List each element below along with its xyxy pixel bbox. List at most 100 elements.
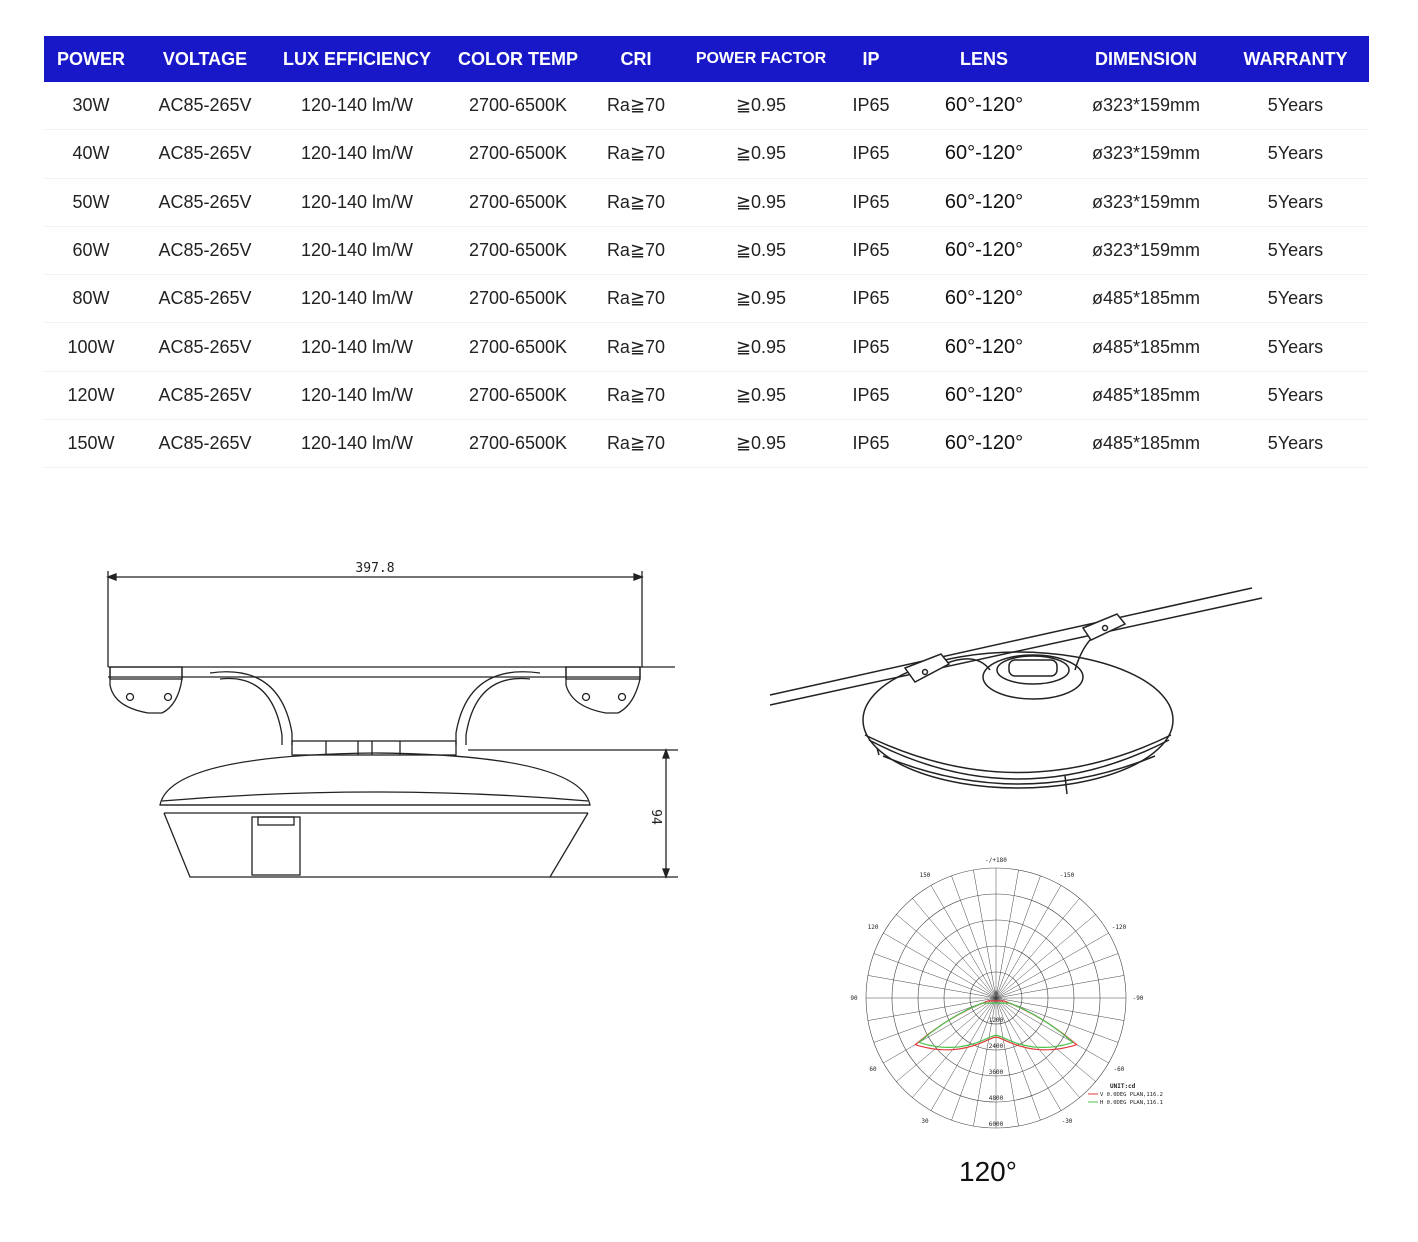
cell-power: 100W — [44, 322, 138, 372]
cell-power-factor: ≧0.95 — [678, 82, 844, 131]
col-header-voltage: VOLTAGE — [138, 36, 272, 82]
cell-power-factor: ≧0.95 — [678, 322, 844, 372]
cell-dimension: ø485*185mm — [1070, 322, 1222, 372]
cell-color-temp: 2700-6500K — [442, 178, 594, 227]
cell-warranty: 5Years — [1222, 322, 1369, 372]
polar-labels: -/+180-150150-120120-9090-6060-303001200… — [850, 857, 1143, 1128]
width-dimension-label: 397.8 — [355, 561, 394, 576]
h-plane-curve — [917, 1002, 1075, 1048]
cell-voltage: AC85-265V — [138, 129, 272, 179]
cell-lux-efficiency: 120-140 lm/W — [272, 371, 442, 421]
col-header-cri: CRI — [594, 36, 678, 82]
cell-lux-efficiency: 120-140 lm/W — [272, 82, 442, 131]
cell-dimension: ø485*185mm — [1070, 274, 1222, 324]
cell-lux-efficiency: 120-140 lm/W — [272, 274, 442, 324]
polar-spoke — [896, 997, 997, 1082]
col-header-power: POWER — [44, 36, 138, 82]
table-row: 100W AC85-265V 120-140 lm/W 2700-6500K R… — [44, 322, 1369, 372]
light-distribution-polar-chart: -/+180-150150-120120-9090-6060-303001200… — [850, 857, 1163, 1129]
polar-spoke — [896, 914, 997, 999]
cell-ip: IP65 — [844, 322, 898, 372]
legend-label-v: V 0.0DEG PLAN,116.2 — [1100, 1092, 1163, 1098]
table-row: 60W AC85-265V 120-140 lm/W 2700-6500K Ra… — [44, 226, 1369, 276]
polar-angle-label: -120 — [1112, 924, 1127, 931]
cell-voltage: AC85-265V — [138, 226, 272, 276]
cell-color-temp: 2700-6500K — [442, 129, 594, 179]
polar-ring-label: 3600 — [989, 1069, 1004, 1076]
polar-spoke — [995, 869, 1019, 999]
col-header-warranty: WARRANTY — [1222, 36, 1369, 82]
polar-spoke — [973, 869, 997, 999]
cell-cri: Ra≧70 — [594, 371, 678, 421]
cell-lux-efficiency: 120-140 lm/W — [272, 322, 442, 372]
cell-lux-efficiency: 120-140 lm/W — [272, 419, 442, 469]
cell-ip: IP65 — [844, 419, 898, 469]
cell-power-factor: ≧0.95 — [678, 419, 844, 469]
cell-ip: IP65 — [844, 371, 898, 421]
polar-ring-label: 6000 — [989, 1121, 1004, 1128]
col-header-ip: IP — [844, 36, 898, 82]
cell-power: 50W — [44, 178, 138, 227]
polar-spoke — [873, 953, 997, 999]
cell-voltage: AC85-265V — [138, 371, 272, 421]
cell-voltage: AC85-265V — [138, 82, 272, 131]
cell-cri: Ra≧70 — [594, 129, 678, 179]
perspective-view-drawing — [769, 587, 1263, 795]
cell-lux-efficiency: 120-140 lm/W — [272, 226, 442, 276]
table-row: 30W AC85-265V 120-140 lm/W 2700-6500K Ra… — [44, 82, 1369, 131]
polar-spoke — [995, 997, 1125, 1021]
polar-angle-label: -150 — [1060, 872, 1075, 879]
cell-lens: 60°-120° — [898, 274, 1070, 324]
polar-spoke — [995, 875, 1041, 999]
polar-spoke — [995, 997, 1109, 1064]
cell-color-temp: 2700-6500K — [442, 322, 594, 372]
cell-power-factor: ≧0.95 — [678, 274, 844, 324]
polar-spoke — [867, 997, 997, 1021]
cell-power: 40W — [44, 129, 138, 179]
cell-color-temp: 2700-6500K — [442, 419, 594, 469]
polar-ring-label: 2400 — [989, 1043, 1004, 1050]
cell-voltage: AC85-265V — [138, 274, 272, 324]
cell-lens: 60°-120° — [898, 178, 1070, 227]
polar-angle-label: 120 — [868, 924, 879, 931]
polar-spoke — [973, 997, 997, 1127]
cell-ip: IP65 — [844, 178, 898, 227]
table-row: 80W AC85-265V 120-140 lm/W 2700-6500K Ra… — [44, 274, 1369, 324]
cell-power: 60W — [44, 226, 138, 276]
polar-spoke — [930, 885, 997, 999]
cell-ip: IP65 — [844, 129, 898, 179]
polar-spoke — [995, 997, 1019, 1127]
cell-dimension: ø323*159mm — [1070, 82, 1222, 131]
polar-angle-label: -30 — [1062, 1118, 1073, 1125]
cell-dimension: ø323*159mm — [1070, 178, 1222, 227]
polar-angle-label: 60 — [869, 1066, 877, 1073]
polar-spoke — [995, 975, 1125, 999]
cell-color-temp: 2700-6500K — [442, 371, 594, 421]
polar-spoke — [995, 885, 1062, 999]
cell-warranty: 5Years — [1222, 371, 1369, 421]
height-dimension-label: 94 — [648, 809, 663, 825]
cell-power-factor: ≧0.95 — [678, 371, 844, 421]
cell-cri: Ra≧70 — [594, 178, 678, 227]
cell-warranty: 5Years — [1222, 419, 1369, 469]
polar-spoke — [995, 932, 1109, 999]
cell-power: 120W — [44, 371, 138, 421]
cell-dimension: ø323*159mm — [1070, 226, 1222, 276]
polar-spoke — [912, 898, 997, 999]
cell-lens: 60°-120° — [898, 322, 1070, 372]
cell-lens: 60°-120° — [898, 419, 1070, 469]
polar-ring-label: 0 — [994, 990, 998, 997]
polar-spoke — [867, 975, 997, 999]
beam-angle-caption: 120° — [959, 1156, 1017, 1187]
cell-lux-efficiency: 120-140 lm/W — [272, 129, 442, 179]
table-row: 50W AC85-265V 120-140 lm/W 2700-6500K Ra… — [44, 178, 1369, 227]
cell-warranty: 5Years — [1222, 178, 1369, 227]
cell-voltage: AC85-265V — [138, 419, 272, 469]
col-header-color-temp: COLOR TEMP — [442, 36, 594, 82]
cell-lens: 60°-120° — [898, 226, 1070, 276]
cell-lens: 60°-120° — [898, 371, 1070, 421]
polar-angle-label: 150 — [920, 872, 931, 879]
polar-spoke — [951, 997, 997, 1121]
polar-spoke — [883, 932, 997, 999]
cell-dimension: ø485*185mm — [1070, 419, 1222, 469]
